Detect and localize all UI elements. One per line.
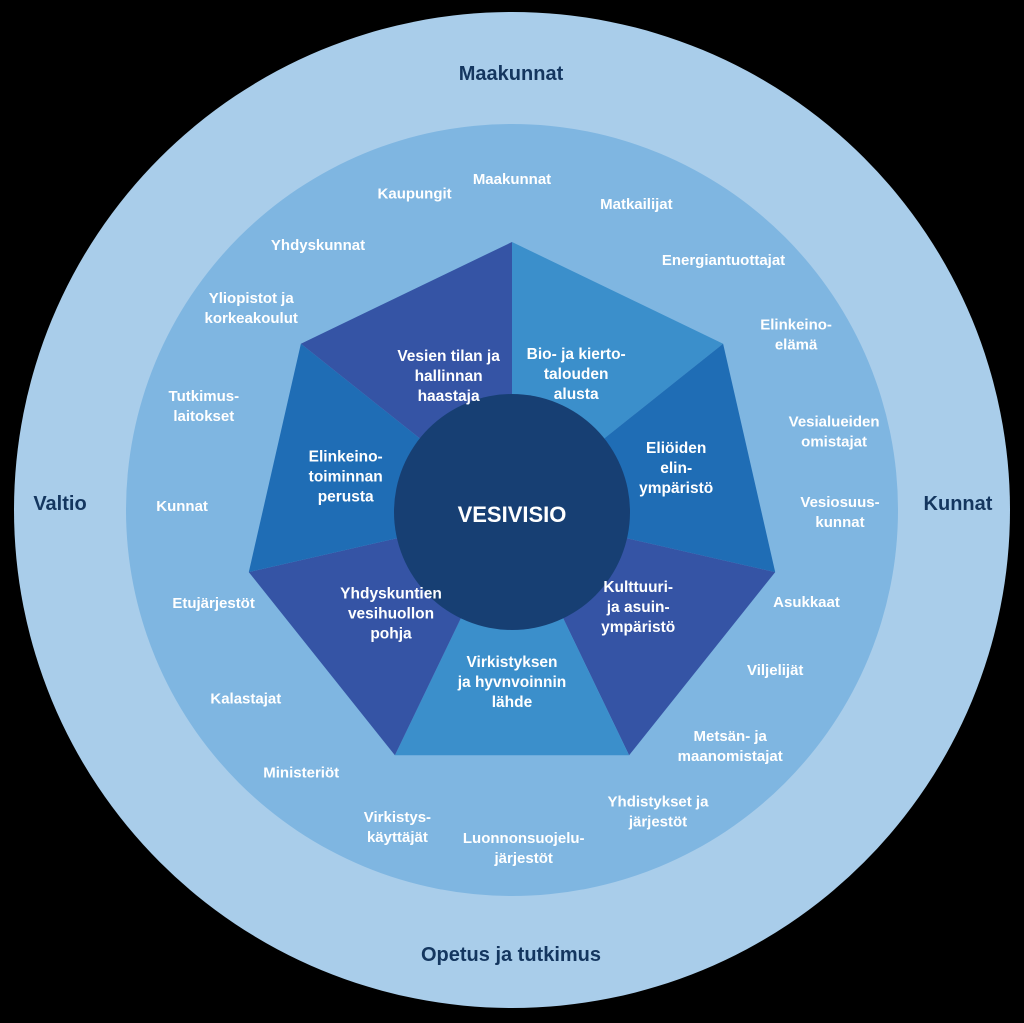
stakeholder-label-14-line-0: Etujärjestöt <box>172 595 255 612</box>
stakeholder-label-16-line-1: laitokset <box>173 408 234 425</box>
stakeholder-label-12-line-0: Ministeriöt <box>263 764 339 781</box>
stakeholder-label-8-line-1: maanomistajat <box>678 748 783 765</box>
stakeholder-label-1-line-0: Matkailijat <box>600 196 673 213</box>
center-disk <box>394 394 630 630</box>
center-label: VESIVISIO <box>458 502 567 527</box>
segment-label-4-line-1: ja hyvnvoinnin <box>457 674 567 691</box>
outer-label-bottom: Opetus ja tutkimus <box>421 944 601 966</box>
segment-label-3-line-0: Kulttuuri- <box>603 579 673 596</box>
stakeholder-label-9-line-0: Yhdistykset ja <box>608 793 710 810</box>
stakeholder-label-3-line-1: elämä <box>775 337 818 354</box>
segment-label-6-line-0: Elinkeino- <box>309 449 383 466</box>
stakeholder-label-4-line-0: Vesialueiden <box>789 414 880 431</box>
stakeholder-label-13-line-0: Kalastajat <box>210 690 281 707</box>
segment-label-1-line-0: Bio- ja kierto- <box>527 346 626 363</box>
segment-3 <box>394 512 630 756</box>
segment-label-4-line-2: lähde <box>492 694 533 711</box>
segment-label-5-line-0: Yhdyskuntien <box>340 586 442 603</box>
stakeholder-label-19-line-0: Kaupungit <box>378 186 452 203</box>
stakeholder-label-15-line-0: Kunnat <box>156 498 208 515</box>
segment-label-0-line-2: haastaja <box>418 388 480 405</box>
segment-label-4-line-0: Virkistyksen <box>466 654 557 671</box>
stakeholder-label-11-line-1: käyttäjät <box>367 829 428 846</box>
segment-label-6-line-2: perusta <box>318 489 374 506</box>
segment-label-1-line-2: alusta <box>554 386 599 403</box>
stakeholder-label-5-line-1: kunnat <box>815 514 864 531</box>
stakeholder-label-10-line-1: järjestöt <box>494 850 553 867</box>
stakeholder-label-6-line-0: Asukkaat <box>773 594 840 611</box>
segment-label-3-line-2: ympäristö <box>601 619 675 636</box>
stakeholder-label-2-line-0: Energiantuottajat <box>662 252 785 269</box>
stakeholder-label-8-line-0: Metsän- ja <box>694 728 768 745</box>
stakeholder-label-10-line-0: Luonnonsuojelu- <box>463 830 585 847</box>
segment-label-2-line-2: ympäristö <box>639 480 713 497</box>
stakeholder-label-3-line-0: Elinkeino- <box>760 317 832 334</box>
segment-label-6-line-1: toiminnan <box>309 469 383 486</box>
stakeholder-labels: MaakunnatMatkailijatEnergiantuottajatEli… <box>156 171 879 867</box>
stakeholder-label-5-line-0: Vesiosuus- <box>800 494 879 511</box>
stakeholder-label-17-line-0: Yliopistot ja <box>209 290 295 307</box>
stakeholder-label-9-line-1: järjestöt <box>628 813 687 830</box>
segment-label-1-line-1: talouden <box>544 366 609 383</box>
segment-label-0-line-1: hallinnan <box>415 368 483 385</box>
segment-label-5-line-2: pohja <box>370 626 412 643</box>
outer-label-right: Kunnat <box>924 493 993 515</box>
stakeholder-label-7-line-0: Viljelijät <box>747 662 803 679</box>
outer-label-top: Maakunnat <box>459 63 564 85</box>
stakeholder-label-17-line-1: korkeakoulut <box>205 310 298 327</box>
segment-label-2-line-0: Eliöiden <box>646 440 706 457</box>
outer-label-left: Valtio <box>33 493 86 515</box>
segment-label-3-line-1: ja asuin- <box>606 599 670 616</box>
segment-label-0-line-0: Vesien tilan ja <box>397 348 500 365</box>
segment-labels: Vesien tilan ja hallinnan haastaja Bio- ja … <box>309 346 714 711</box>
segment-label-2-line-1: elin- <box>660 460 692 477</box>
segment-label-5-line-1: vesihuollon <box>348 606 434 623</box>
stakeholder-label-18-line-0: Yhdyskunnat <box>271 237 365 254</box>
stakeholder-label-11-line-0: Virkistys- <box>364 809 431 826</box>
stakeholder-label-16-line-0: Tutkimus- <box>169 388 240 405</box>
stakeholder-label-0-line-0: Maakunnat <box>473 171 551 188</box>
stakeholder-label-4-line-1: omistajat <box>801 434 867 451</box>
